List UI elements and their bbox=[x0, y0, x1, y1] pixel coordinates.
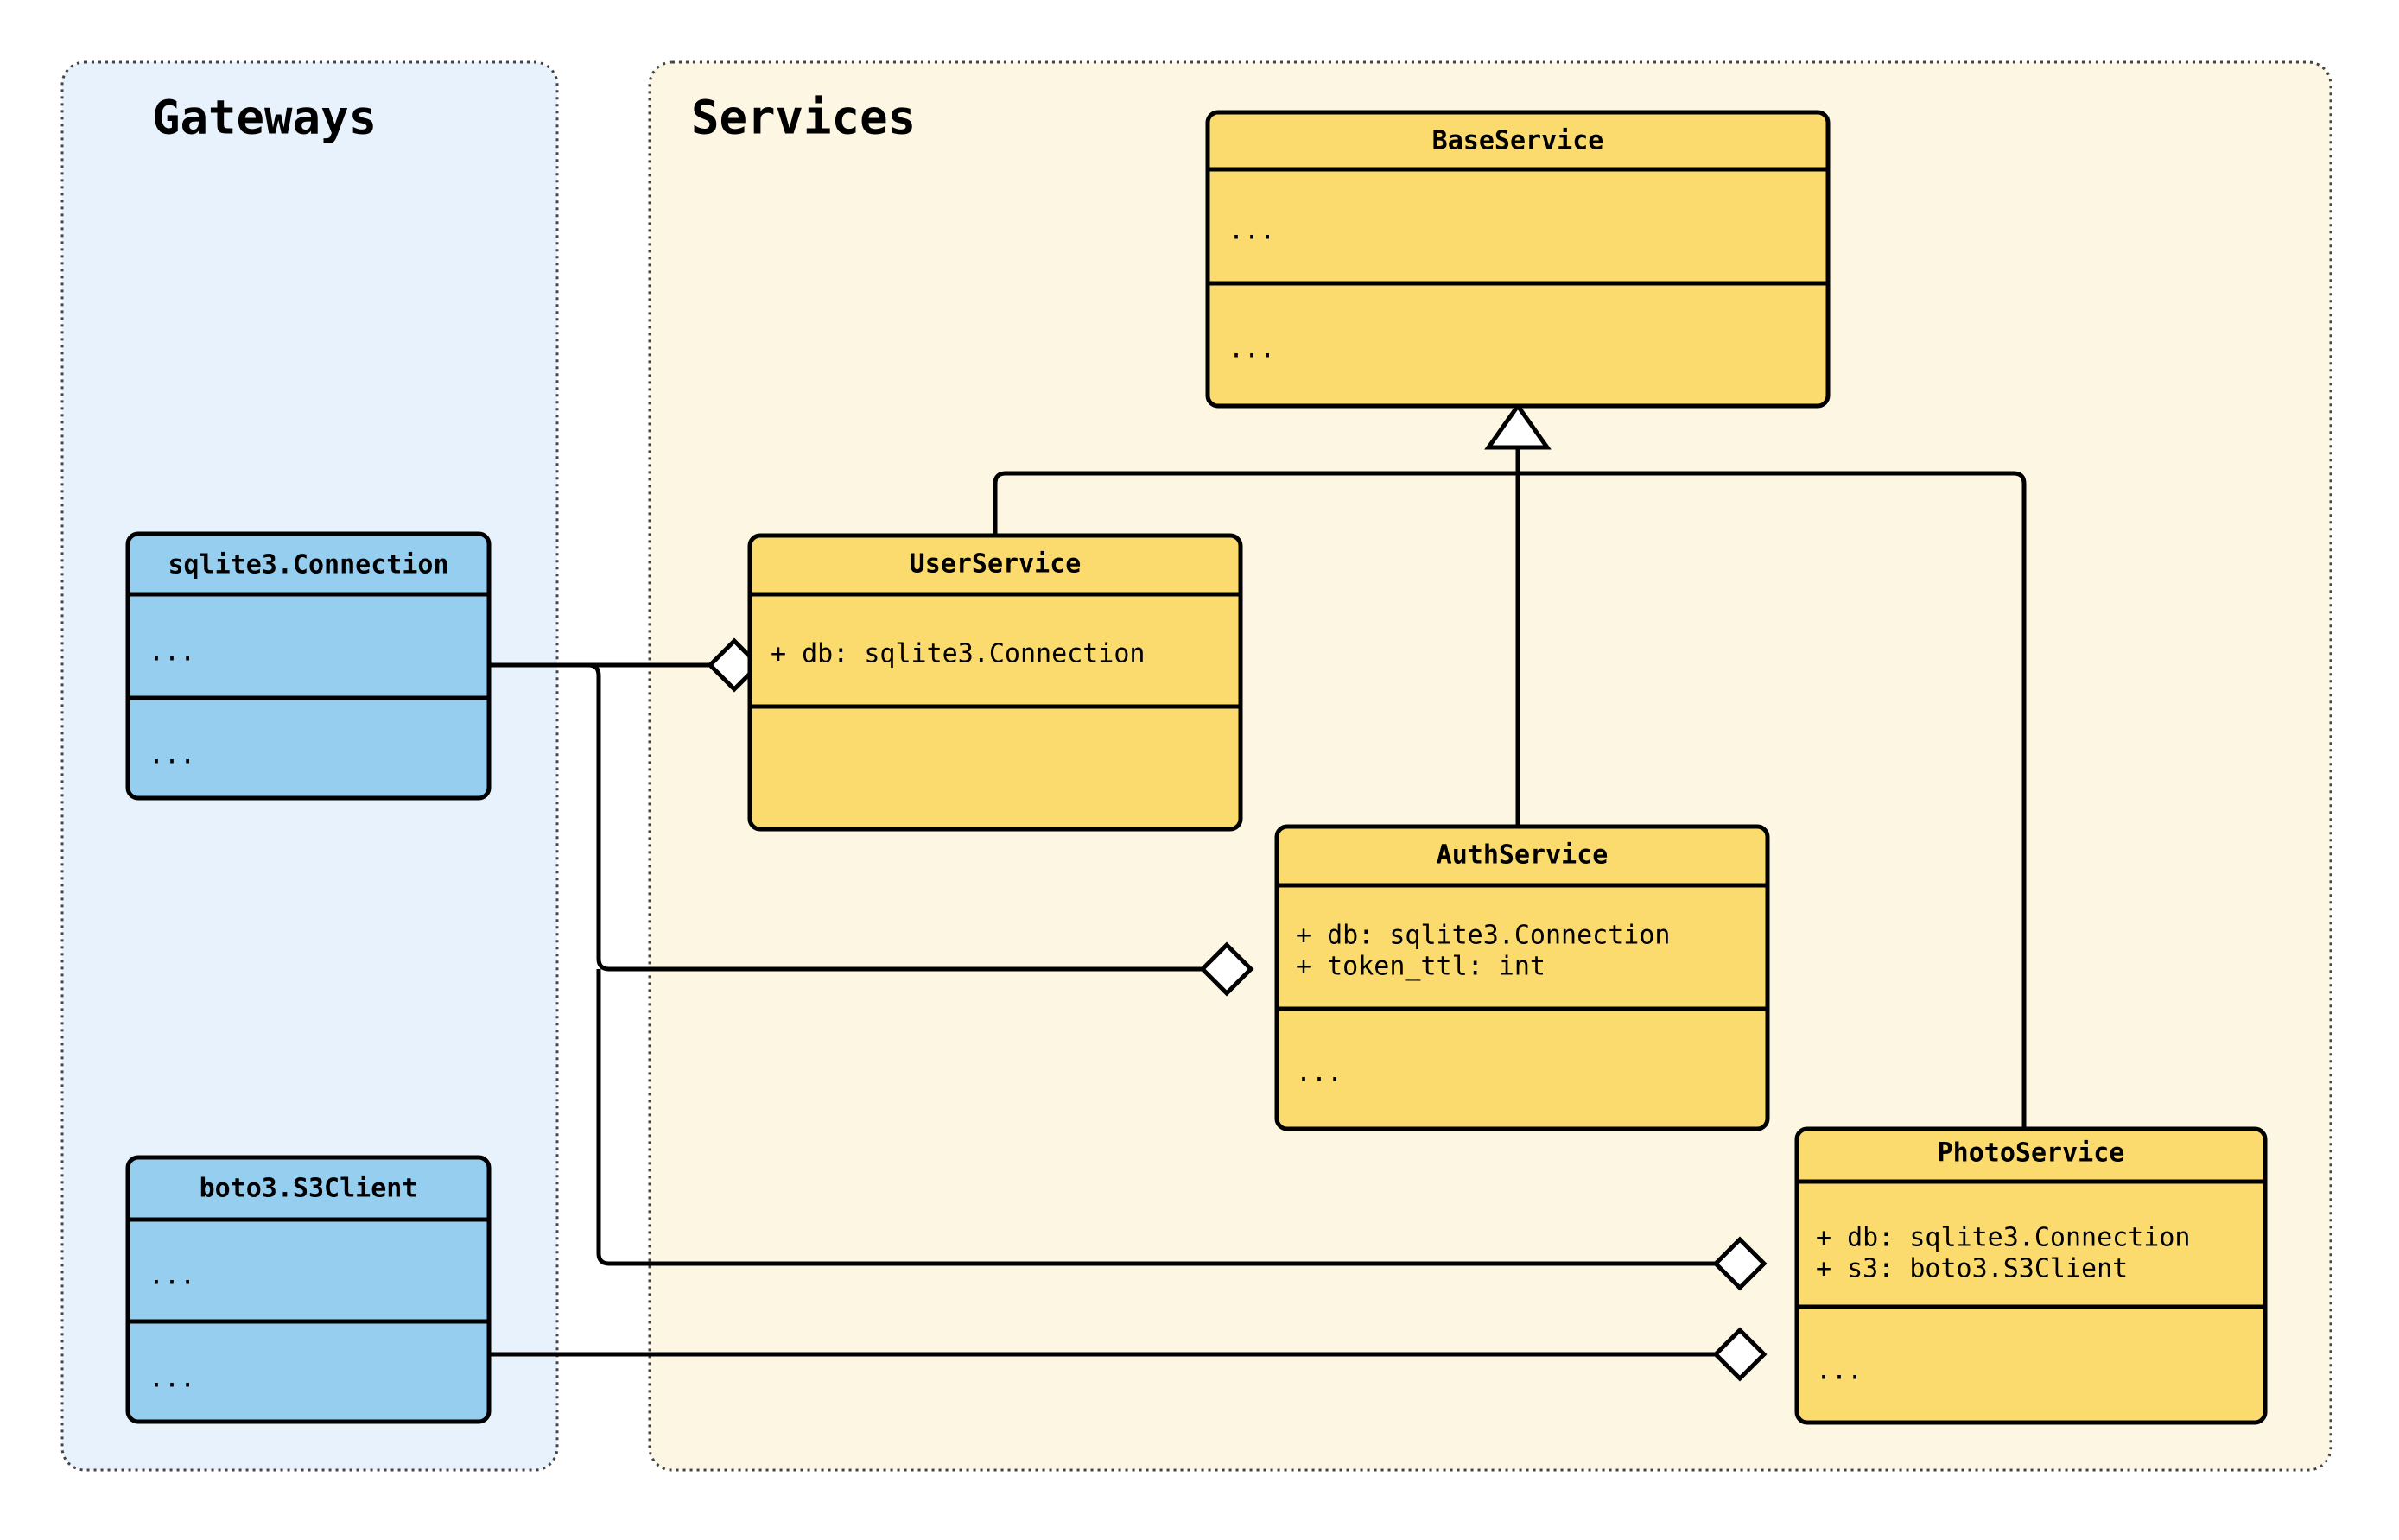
edge-aggregation-boto3 bbox=[489, 1327, 1768, 1382]
class-boto3-s3client-frame bbox=[125, 1155, 492, 1424]
class-baseservice-attribute: ... bbox=[1228, 216, 1275, 246]
class-photoservice-attribute-1: + db: sqlite3.Connection bbox=[1816, 1223, 2190, 1253]
class-authservice-title: AuthService bbox=[1437, 840, 1609, 871]
class-authservice-attribute-2: + token_ttl: int bbox=[1296, 952, 1545, 982]
class-baseservice-title: BaseService bbox=[1432, 126, 1604, 156]
class-userservice-title: UserService bbox=[910, 549, 1082, 580]
class-userservice-attribute: + db: sqlite3.Connection bbox=[771, 639, 1145, 669]
class-photoservice-frame bbox=[1794, 1126, 2268, 1425]
class-sqlite3-connection-method: ... bbox=[149, 740, 195, 770]
class-photoservice-method: ... bbox=[1816, 1356, 1863, 1386]
class-userservice-frame bbox=[747, 533, 1243, 832]
edge-aggregation-sqlite3 bbox=[489, 637, 1768, 1291]
class-authservice-attribute-1: + db: sqlite3.Connection bbox=[1296, 921, 1670, 951]
aggregation-diamond-icon-photoservice-s3 bbox=[1712, 1327, 1768, 1382]
class-boto3-s3client-method: ... bbox=[149, 1364, 195, 1394]
generalization-triangle-icon bbox=[1484, 402, 1552, 450]
class-baseservice[interactable]: BaseService ... ... bbox=[1205, 110, 1831, 409]
package-services[interactable]: Services bbox=[648, 60, 2332, 1472]
class-sqlite3-connection-attribute: ... bbox=[149, 637, 195, 668]
edge-generalization-bus bbox=[993, 402, 2027, 1133]
edge-sqlite3-to-photoservice bbox=[596, 969, 1740, 1266]
class-authservice-method: ... bbox=[1296, 1058, 1342, 1088]
class-photoservice-attribute-2: + s3: boto3.S3Client bbox=[1816, 1254, 2128, 1284]
package-gateways-title: Gateways bbox=[152, 91, 377, 145]
class-sqlite3-connection[interactable]: sqlite3.Connection ... ... bbox=[125, 531, 492, 801]
class-photoservice[interactable]: PhotoService + db: sqlite3.Connection + … bbox=[1794, 1126, 2268, 1425]
aggregation-diamond-icon-authservice-db bbox=[1199, 941, 1254, 997]
class-baseservice-method: ... bbox=[1228, 334, 1275, 364]
class-authservice-frame bbox=[1274, 824, 1770, 1131]
class-boto3-s3client-title: boto3.S3Client bbox=[200, 1174, 418, 1204]
edge-userservice-to-baseservice bbox=[993, 471, 1518, 540]
package-services-frame bbox=[648, 60, 2332, 1472]
class-boto3-s3client-attribute: ... bbox=[149, 1261, 195, 1291]
class-sqlite3-connection-frame bbox=[125, 531, 492, 801]
class-userservice[interactable]: UserService + db: sqlite3.Connection bbox=[747, 533, 1243, 832]
class-baseservice-frame bbox=[1205, 110, 1831, 409]
aggregation-diamond-icon-photoservice-db bbox=[1712, 1236, 1768, 1291]
package-services-title: Services bbox=[691, 91, 916, 145]
class-sqlite3-connection-title: sqlite3.Connection bbox=[168, 550, 448, 580]
class-boto3-s3client[interactable]: boto3.S3Client ... ... bbox=[125, 1155, 492, 1424]
class-authservice[interactable]: AuthService + db: sqlite3.Connection + t… bbox=[1274, 824, 1770, 1131]
class-photoservice-title: PhotoService bbox=[1938, 1138, 2125, 1169]
edge-photoservice-to-baseservice bbox=[1518, 471, 2027, 1133]
edge-sqlite3-to-authservice bbox=[489, 662, 1227, 972]
